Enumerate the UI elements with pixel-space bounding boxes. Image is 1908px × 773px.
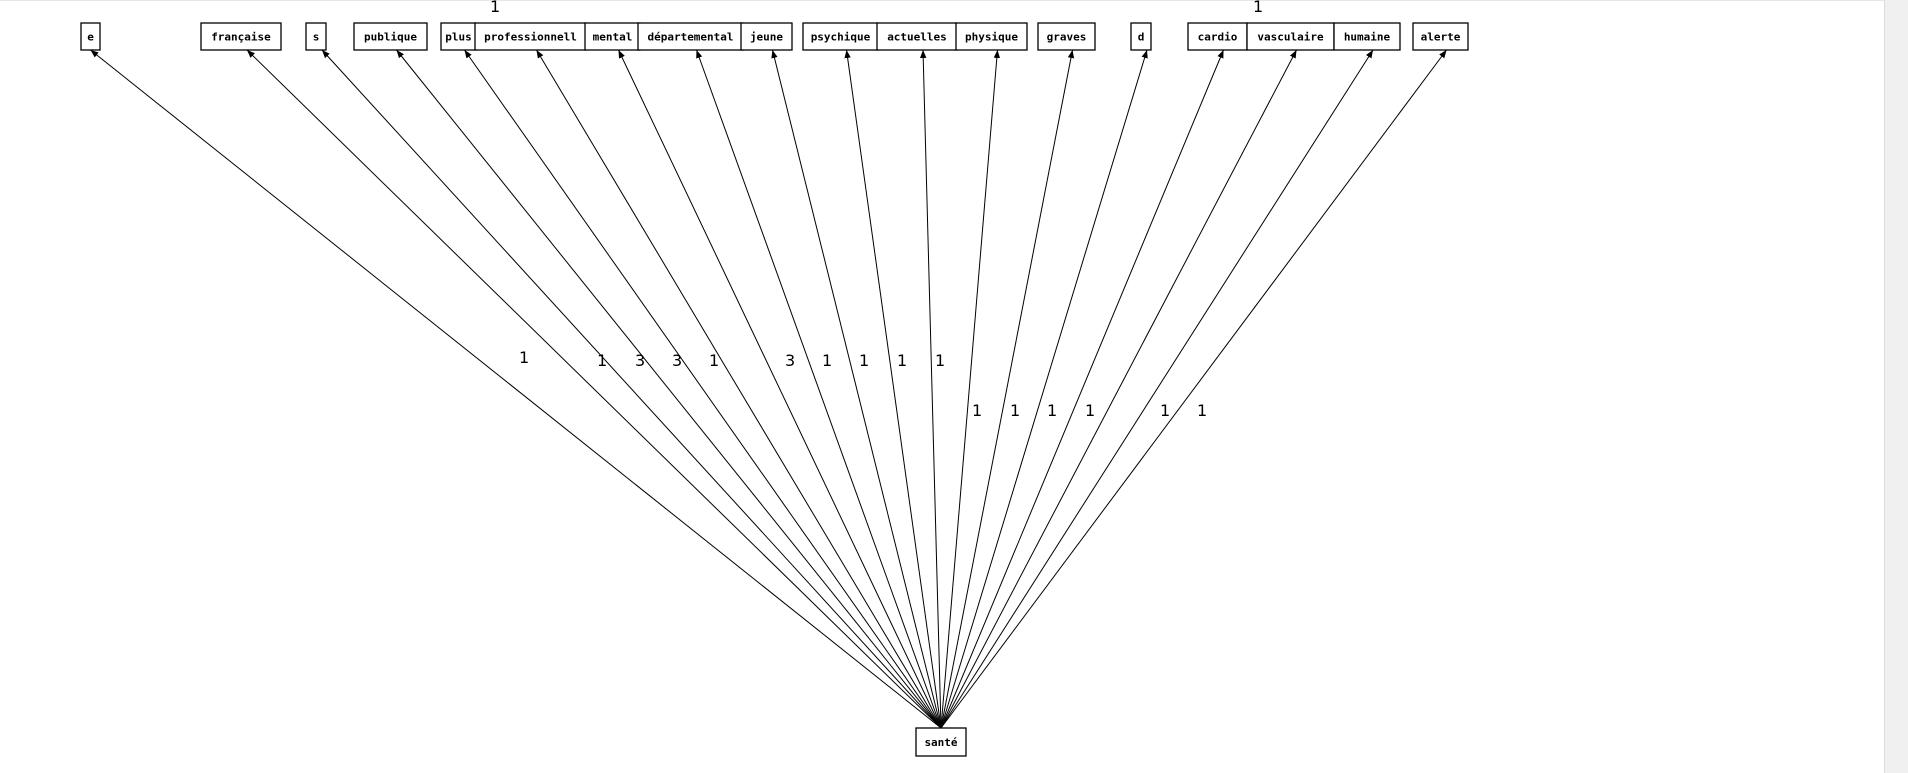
node-sante[interactable]: santé xyxy=(915,727,967,757)
node-vasculaire[interactable]: vasculaire xyxy=(1246,22,1335,51)
edge-weight-jeune: 1 xyxy=(859,351,869,370)
node-actuelles-box xyxy=(876,22,958,51)
node-francaise[interactable]: française xyxy=(200,22,282,51)
node-cardio[interactable]: cardio xyxy=(1187,22,1248,51)
node-e-label: e xyxy=(87,31,94,44)
edge-weight-humaine: 1 xyxy=(1160,401,1170,420)
node-alerte-label: alerte xyxy=(1421,31,1461,44)
node-actuelles-label: actuelles xyxy=(887,31,947,44)
node-mental-label: mental xyxy=(593,31,633,44)
node-s[interactable]: s xyxy=(305,22,327,51)
edge-weight-alerte: 1 xyxy=(1197,401,1207,420)
node-graves-box xyxy=(1037,22,1096,51)
node-mental-box xyxy=(584,22,641,51)
edges-layer: 1 1 3 3 1 1 3 1 1 1 1 1 1 1 1 1 1 1 xyxy=(90,0,1447,729)
edge-mental xyxy=(618,49,942,729)
node-sante-box xyxy=(915,727,967,757)
node-publique-label: publique xyxy=(364,31,417,44)
edge-weight-professionnell: 1 xyxy=(490,0,500,16)
node-sante-label: santé xyxy=(924,736,957,749)
edge-e xyxy=(90,49,942,729)
edge-physique xyxy=(940,49,1001,729)
edge-publique xyxy=(396,49,942,729)
edge-weight-mental: 3 xyxy=(785,351,795,370)
node-vasculaire-box xyxy=(1246,22,1335,51)
edge-weight-departemental: 1 xyxy=(822,351,832,370)
node-vasculaire-label: vasculaire xyxy=(1257,31,1324,44)
node-actuelles[interactable]: actuelles xyxy=(876,22,958,51)
node-jeune-label: jeune xyxy=(750,31,783,44)
node-plus-box xyxy=(440,22,477,51)
node-d[interactable]: d xyxy=(1130,22,1152,51)
node-physique[interactable]: physique xyxy=(955,22,1028,51)
node-physique-box xyxy=(955,22,1028,51)
edge-weight-vasculaire: 1 xyxy=(1253,0,1263,16)
node-publique-box xyxy=(353,22,428,51)
edge-weight-cardio: 1 xyxy=(1085,401,1095,420)
edge-humaine xyxy=(940,49,1374,729)
edge-psychique xyxy=(844,49,942,729)
node-d-label: d xyxy=(1138,31,1145,44)
node-e-box xyxy=(80,22,101,51)
node-s-label: s xyxy=(313,31,320,44)
node-jeune-box xyxy=(740,22,793,51)
node-psychique-box xyxy=(802,22,879,51)
node-jeune[interactable]: jeune xyxy=(740,22,793,51)
edge-weight-francaise: 1 xyxy=(597,351,607,370)
node-professionnell-label: professionnell xyxy=(484,31,577,44)
edge-cardio xyxy=(940,49,1224,729)
node-alerte-box xyxy=(1412,22,1469,51)
node-alerte[interactable]: alerte xyxy=(1412,22,1469,51)
node-d-box xyxy=(1130,22,1152,51)
edge-weight-physique: 1 xyxy=(972,401,982,420)
node-francaise-label: française xyxy=(211,31,271,44)
edge-weight-psychique: 1 xyxy=(897,351,907,370)
edge-weight-plus: 1 xyxy=(709,351,719,370)
node-humaine-label: humaine xyxy=(1344,31,1391,44)
edge-s xyxy=(321,49,942,729)
edge-d xyxy=(940,49,1148,729)
edge-francaise xyxy=(246,49,942,729)
node-professionnell-box xyxy=(474,22,587,51)
node-professionnell[interactable]: professionnell xyxy=(474,22,587,51)
edge-alerte xyxy=(940,49,1447,729)
vertical-scrollbar[interactable] xyxy=(1884,0,1908,773)
nodes-layer: e française s publique plus professionnell men… xyxy=(80,22,1469,757)
edge-actuelles xyxy=(920,49,942,729)
edge-professionnell xyxy=(536,49,942,729)
node-graves[interactable]: graves xyxy=(1037,22,1096,51)
node-francaise-box xyxy=(200,22,282,51)
edge-vasculaire xyxy=(940,49,1297,729)
node-s-box xyxy=(305,22,327,51)
top-border xyxy=(0,0,1884,1)
edge-weight-e: 1 xyxy=(519,348,529,367)
edge-weight-graves: 1 xyxy=(1010,401,1020,420)
node-psychique-label: psychique xyxy=(811,31,871,44)
node-plus[interactable]: plus xyxy=(440,22,477,51)
edge-weight-actuelles: 1 xyxy=(935,351,945,370)
edge-weight-s: 3 xyxy=(635,351,645,370)
node-departemental-label: départemental xyxy=(647,31,733,44)
node-physique-label: physique xyxy=(965,31,1018,44)
edge-departemental xyxy=(696,49,942,729)
node-humaine-box xyxy=(1333,22,1401,51)
node-humaine[interactable]: humaine xyxy=(1333,22,1401,51)
edge-plus xyxy=(464,49,942,729)
edge-weight-d: 1 xyxy=(1047,401,1057,420)
node-publique[interactable]: publique xyxy=(353,22,428,51)
node-graves-label: graves xyxy=(1047,31,1087,44)
node-plus-label: plus xyxy=(445,31,472,44)
edge-graves xyxy=(940,49,1075,729)
edge-jeune xyxy=(771,49,942,729)
node-e[interactable]: e xyxy=(80,22,101,51)
node-mental[interactable]: mental xyxy=(584,22,641,51)
node-cardio-box xyxy=(1187,22,1248,51)
node-psychique[interactable]: psychique xyxy=(802,22,879,51)
edge-weight-publique: 3 xyxy=(672,351,682,370)
node-departemental[interactable]: départemental xyxy=(637,22,744,51)
node-cardio-label: cardio xyxy=(1198,31,1238,44)
